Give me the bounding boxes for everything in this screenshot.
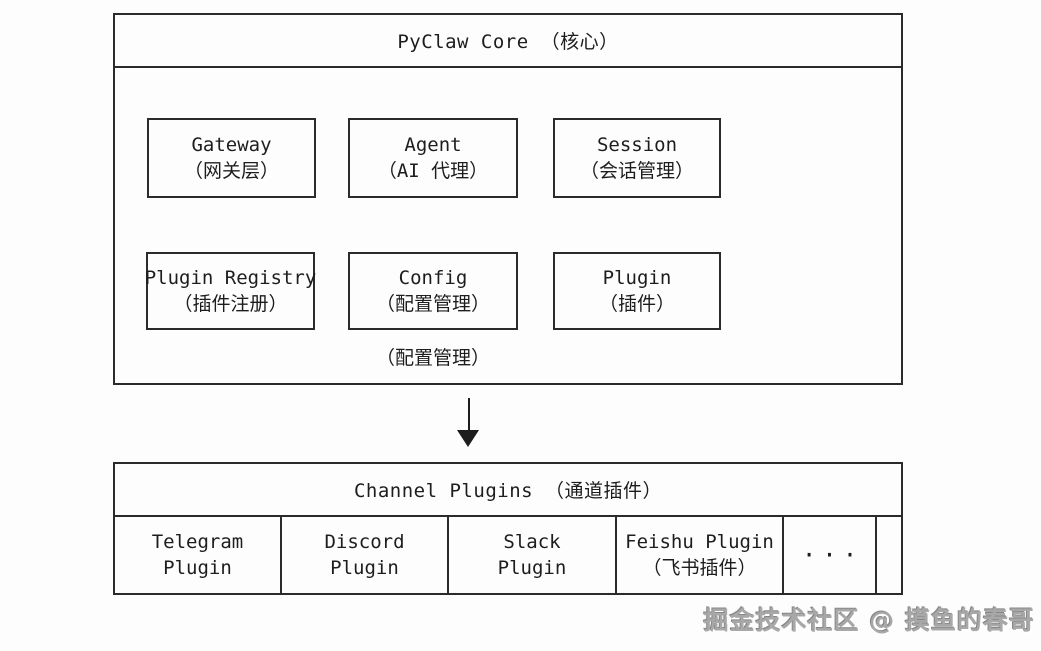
channel-name: Telegram [151,531,244,553]
channel-cell-discord: Discord Plugin [282,517,449,593]
channel-name-cn: （飞书插件） [642,557,757,579]
core-module-session: Session （会话管理） [553,118,721,198]
channel-cell-empty [877,517,901,593]
module-name: Agent [404,134,462,156]
core-container-box: PyClaw Core （核心） [113,13,903,385]
channel-cell-slack: Slack Plugin [449,517,617,593]
channel-name-2: Plugin [163,557,232,579]
channel-cell-telegram: Telegram Plugin [115,517,282,593]
flow-arrow [468,398,470,432]
module-name: Gateway [191,134,272,156]
module-name: Plugin [602,267,672,289]
module-name-cn: （配置管理） [375,293,490,315]
core-module-plugin-registry: Plugin Registry （插件注册） [144,252,317,330]
core-module-gateway: Gateway （网关层） [147,118,316,198]
channel-name-2: Plugin [497,557,567,579]
channels-row: Telegram Plugin Discord Plugin Slack Plu… [115,517,901,593]
channels-container-box: Channel Plugins （通道插件） Telegram Plugin D… [113,462,903,595]
channels-title: Channel Plugins （通道插件） [353,480,663,502]
flow-arrow-head-icon [457,430,479,447]
module-name-cn: （插件） [598,293,675,315]
channel-name: Feishu Plugin [625,531,774,553]
channel-cell-feishu: Feishu Plugin （飞书插件） [617,517,784,593]
channels-title-band: Channel Plugins （通道插件） [115,464,901,517]
module-name-cn: （插件注册） [173,293,288,315]
config-footnote-label: （配置管理） [375,347,490,369]
module-name-cn: （会话管理） [579,160,694,182]
module-name: Config [398,267,468,289]
module-name-cn: （AI 代理） [377,160,489,182]
module-name: Plugin Registry [144,267,317,289]
core-module-agent: Agent （AI 代理） [348,118,518,198]
channel-name: Slack [503,531,561,553]
watermark-text: 掘金技术社区 @ 摸鱼的春哥 [703,606,1035,635]
ellipsis-label: ··· [801,541,864,569]
channel-name-2: Plugin [330,557,399,579]
core-module-plugin: Plugin （插件） [553,252,721,330]
module-name-cn: （网关层） [183,160,279,182]
core-title: PyClaw Core （核心） [397,31,619,53]
core-title-band: PyClaw Core （核心） [115,15,901,68]
module-name: Session [596,134,678,156]
channel-name: Discord [324,531,405,553]
core-module-config: Config （配置管理） [348,252,518,330]
channel-cell-ellipsis: ··· [784,517,877,593]
